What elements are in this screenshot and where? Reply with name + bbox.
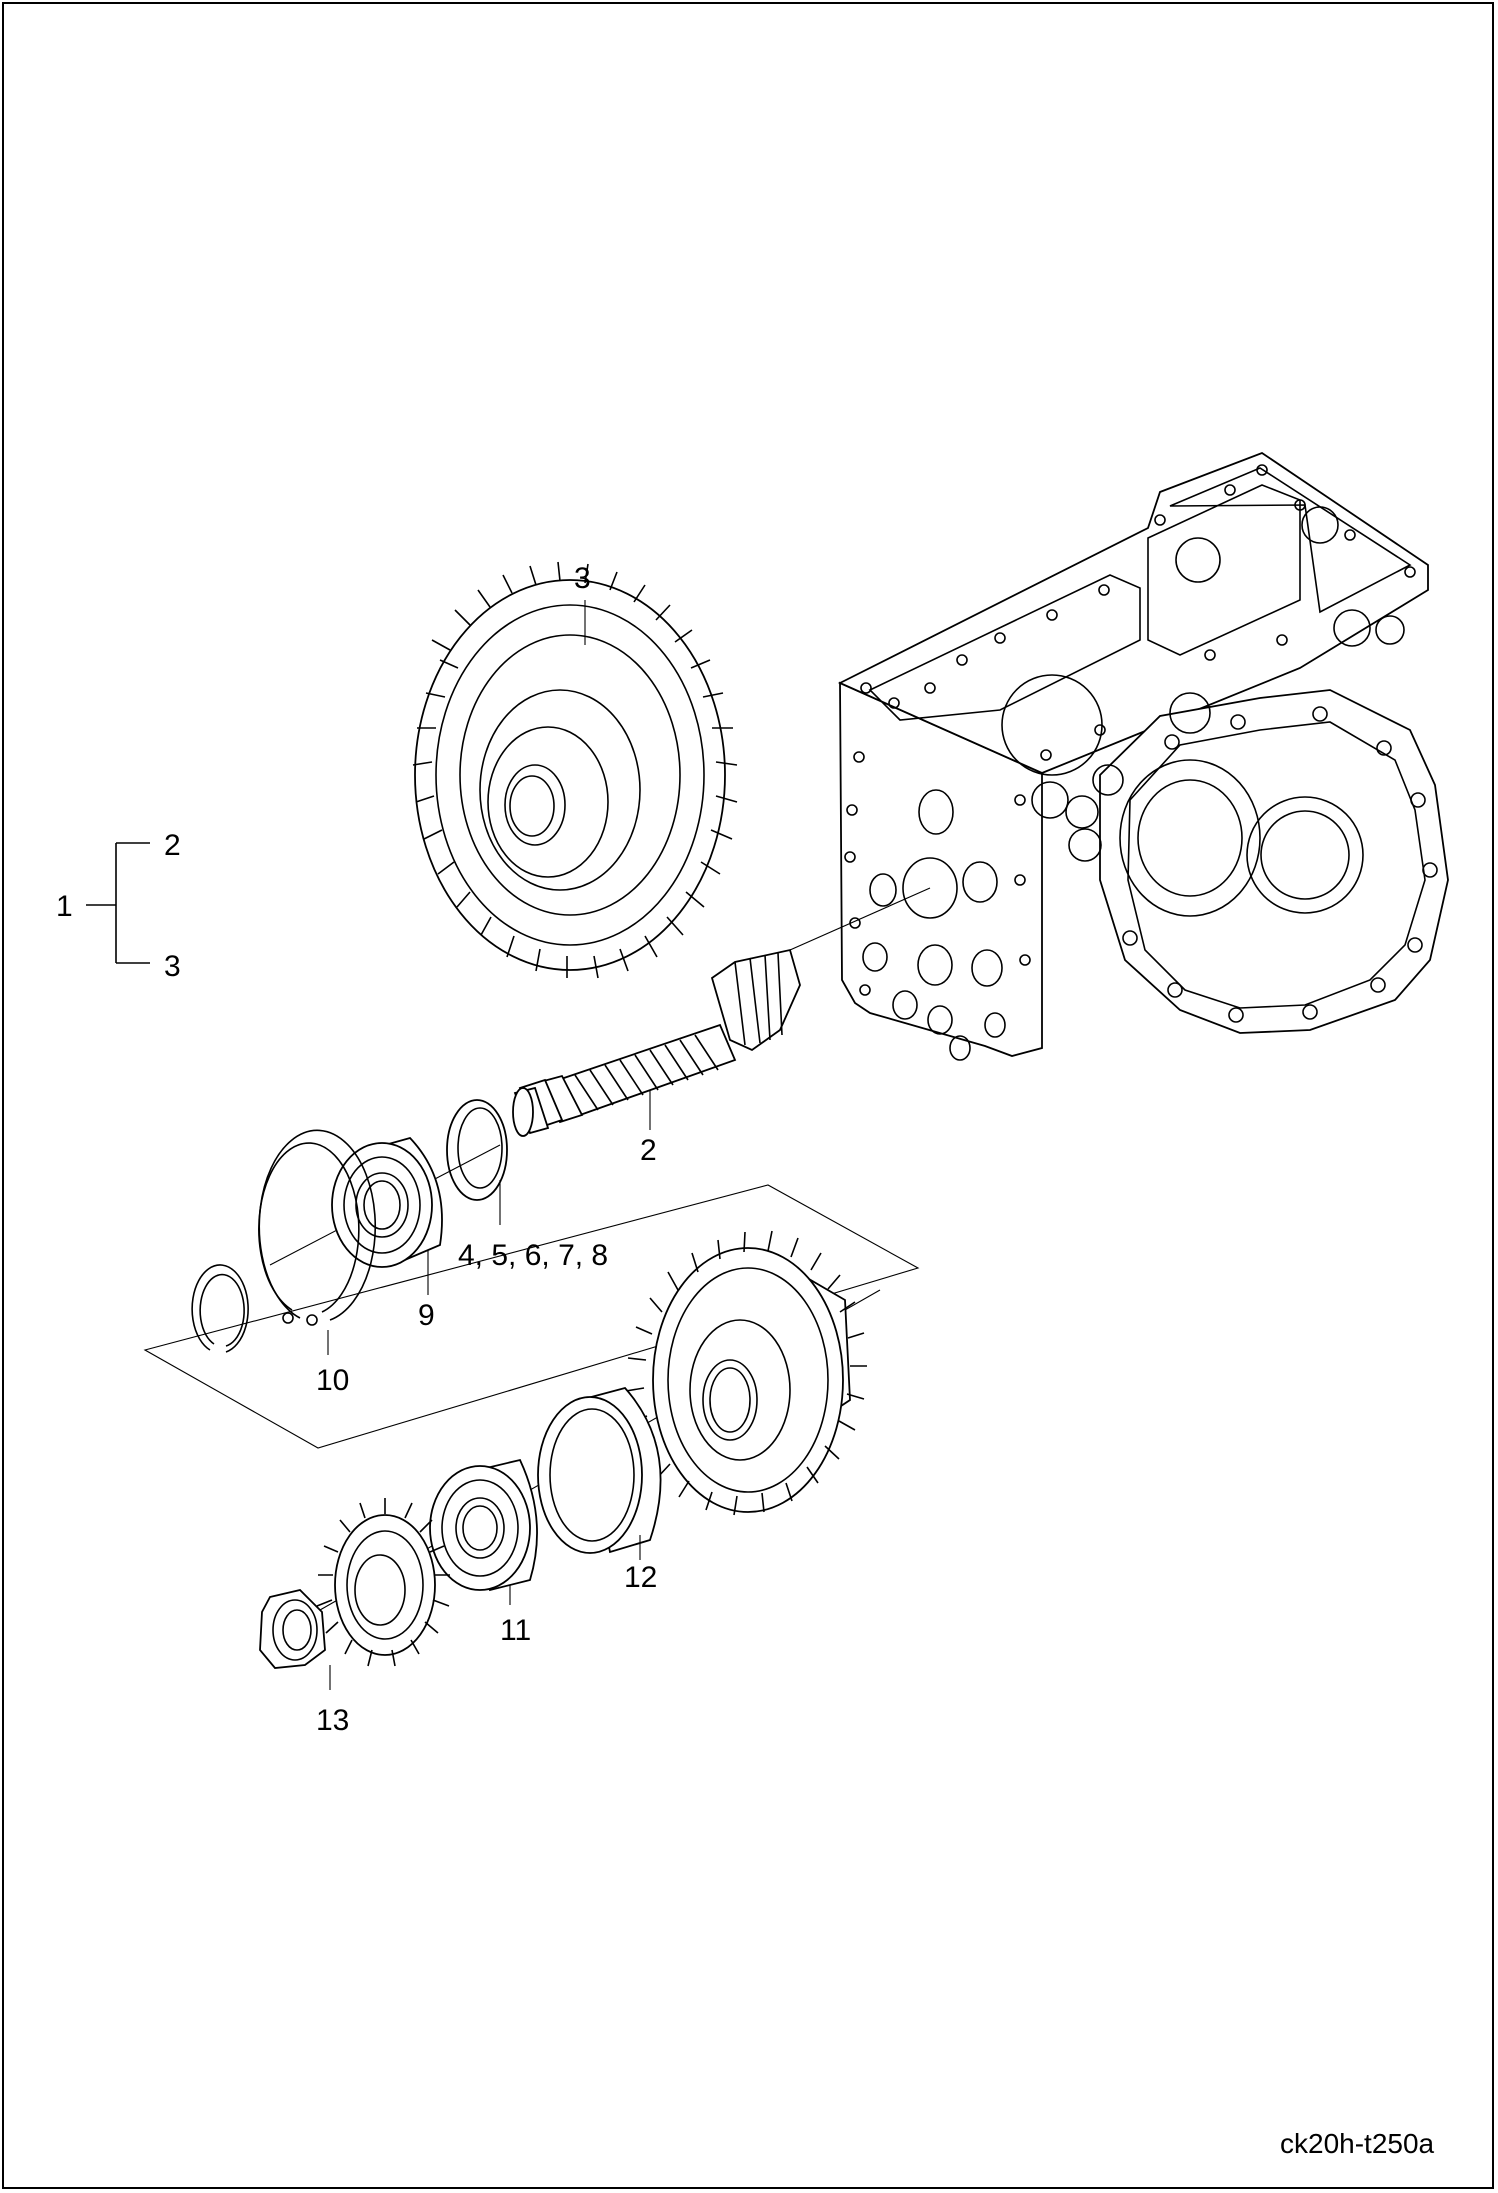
drawing-code: ck20h-t250a bbox=[1280, 2128, 1435, 2159]
small-spur-gear bbox=[316, 1498, 450, 1667]
housing-leader-line bbox=[789, 887, 931, 951]
flange-bolt-holes bbox=[1122, 706, 1438, 1023]
callout-13[interactable]: 13 bbox=[316, 1704, 349, 1737]
group-child-label-3[interactable]: 3 bbox=[164, 950, 181, 983]
spur-gear-teeth bbox=[625, 1230, 867, 1516]
callout-9[interactable]: 9 bbox=[418, 1299, 435, 1332]
bearing-cup-12 bbox=[537, 1386, 662, 1554]
bevel-ring-gear bbox=[412, 561, 738, 979]
subassembly-outline bbox=[143, 1184, 920, 1449]
group-bracket: 1 2 3 bbox=[56, 829, 181, 983]
ball-bearing-9 bbox=[331, 1136, 443, 1268]
small-gear-teeth bbox=[316, 1498, 450, 1667]
callout-11[interactable]: 11 bbox=[500, 1614, 531, 1647]
cluster-spur-gear bbox=[625, 1230, 867, 1516]
shim-washer bbox=[446, 1099, 508, 1201]
group-parent-label[interactable]: 1 bbox=[56, 890, 73, 923]
group-child-label-2[interactable]: 2 bbox=[164, 829, 181, 862]
callout-4-8[interactable]: 4, 5, 6, 7, 8 bbox=[458, 1239, 608, 1272]
callout-3[interactable]: 3 bbox=[574, 562, 591, 595]
callout-12[interactable]: 12 bbox=[624, 1561, 657, 1594]
callout-10[interactable]: 10 bbox=[316, 1364, 349, 1397]
ring-gear-teeth bbox=[412, 561, 738, 979]
top-rim-holes bbox=[860, 464, 1416, 761]
small-circlip bbox=[191, 1264, 249, 1353]
front-face-holes bbox=[844, 751, 1031, 1061]
ball-bearing-11 bbox=[429, 1458, 538, 1592]
pinion-shaft bbox=[512, 948, 801, 1137]
transmission-housing bbox=[837, 451, 1449, 1061]
callout-2[interactable]: 2 bbox=[640, 1134, 657, 1167]
snap-ring-10 bbox=[258, 1129, 377, 1326]
hex-nut-13 bbox=[259, 1589, 326, 1669]
